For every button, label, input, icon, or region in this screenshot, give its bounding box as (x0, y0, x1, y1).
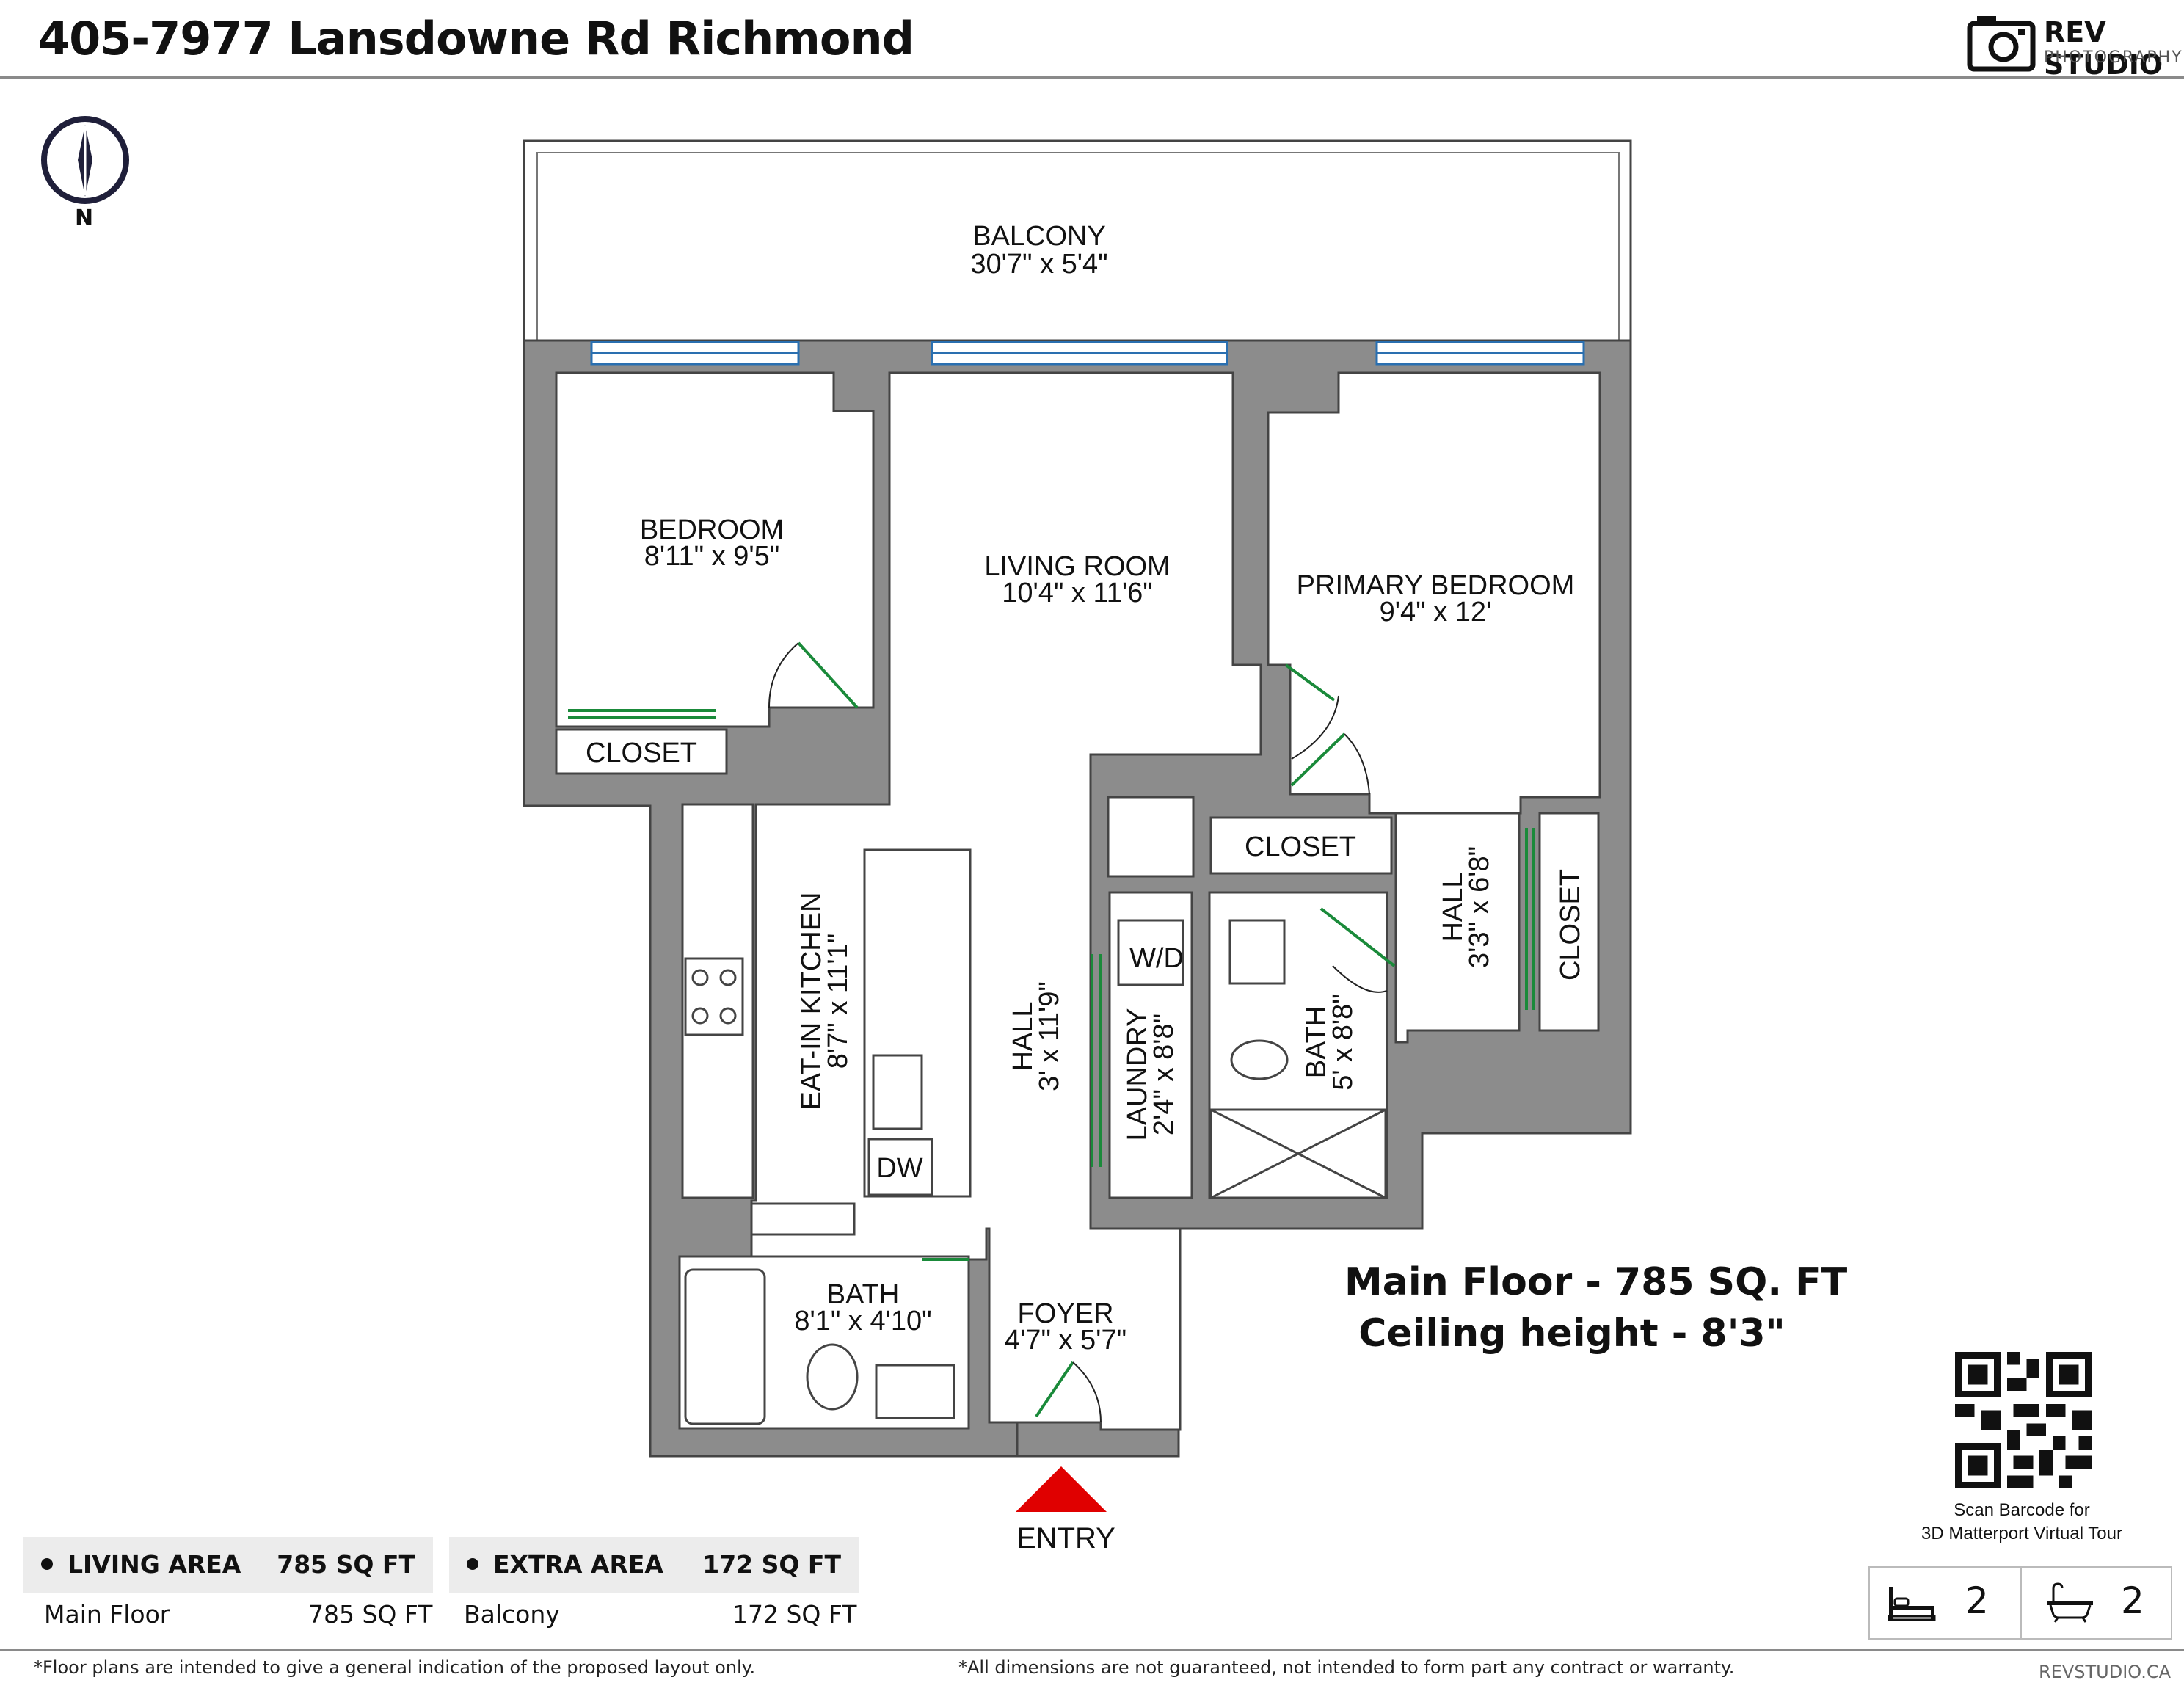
counts-divider (2020, 1568, 2022, 1638)
qr-caption-line2: 3D Matterport Virtual Tour (1921, 1524, 2122, 1543)
room-counts: 2 2 (1868, 1566, 2172, 1640)
ensuite-toilet (1230, 1039, 1289, 1080)
entry-label: ENTRY (1016, 1522, 1115, 1554)
living-room-name: LIVING ROOM (984, 551, 1170, 582)
living-room-dims: 10'4" x 11'6" (1002, 578, 1153, 608)
logo-subtitle: PHOTOGRAPHY (2044, 48, 2183, 67)
right-closet-label: CLOSET (1555, 869, 1586, 981)
bullet-icon (41, 1558, 53, 1570)
dishwasher (867, 1138, 933, 1196)
wd-label: W/D (1129, 943, 1184, 974)
storage-room (1107, 796, 1195, 878)
bathtub (684, 1268, 766, 1425)
center-closet-room (1209, 816, 1393, 875)
living-area-total: 785 SQ FT (277, 1550, 415, 1579)
extra-area-label: EXTRA AREA (493, 1550, 663, 1579)
bed-icon (1888, 1587, 1936, 1621)
extra-area-total: 172 SQ FT (702, 1550, 841, 1579)
floor-summary-area: Main Floor - 785 SQ. FT (1344, 1260, 1848, 1304)
primary-bedroom-dims: 9'4" x 12' (1380, 597, 1492, 628)
stove (684, 957, 744, 1036)
doors (568, 641, 1535, 1423)
bedroom-name: BEDROOM (640, 514, 784, 545)
qr-caption-line1: Scan Barcode for (1954, 1500, 2090, 1520)
foyer-dims: 4'7" x 5'7" (1005, 1325, 1126, 1356)
main-bath-dims: 8'1" x 4'10" (794, 1306, 931, 1337)
right-hall-dims: 3'3" x 6'8" (1464, 846, 1495, 968)
bullet-icon (467, 1558, 478, 1570)
living-area-row-label: Main Floor (44, 1600, 170, 1629)
bath-sink (875, 1364, 956, 1419)
footer-divider (0, 1649, 2184, 1651)
page-title: 405-7977 Lansdowne Rd Richmond (38, 12, 914, 65)
hall-main-name: HALL (1008, 1001, 1038, 1071)
living-area-label: LIVING AREA (68, 1550, 241, 1579)
bathroom-count: 2 (2121, 1579, 2144, 1622)
living-area-row-value: 785 SQ FT (308, 1600, 433, 1629)
kitchen-lower-counter (750, 1202, 856, 1236)
bedroom-closet-room (555, 728, 728, 775)
hall-main-dims: 3' x 11'9" (1034, 981, 1065, 1091)
fixtures (684, 919, 1387, 1425)
main-bath-name: BATH (827, 1279, 900, 1310)
qr-code-icon[interactable] (1955, 1352, 2092, 1488)
dw-label: DW (876, 1153, 922, 1184)
right-hall-name: HALL (1438, 872, 1468, 942)
compass-icon (41, 116, 129, 204)
entry-marker-icon (1016, 1466, 1107, 1512)
ensuite-bath-name: BATH (1301, 1006, 1332, 1079)
kitchen-sink (872, 1054, 923, 1130)
extra-area-row-label: Balcony (464, 1600, 560, 1629)
layout-disclaimer: *Floor plans are intended to give a gene… (34, 1657, 756, 1678)
bedroom-count: 2 (1965, 1579, 1989, 1622)
laundry-dims: 2'4" x 8'8" (1149, 1014, 1179, 1135)
living-area-header: LIVING AREA 785 SQ FT (23, 1537, 433, 1593)
bathtub-icon (2048, 1582, 2093, 1623)
bath-toilet (806, 1343, 859, 1411)
primary-bedroom-name: PRIMARY BEDROOM (1297, 570, 1575, 601)
floor-summary: Main Floor - 785 SQ. FT Ceiling height -… (1344, 1257, 1848, 1359)
balcony-name: BALCONY (972, 221, 1106, 252)
center-closet-label: CLOSET (1245, 832, 1356, 862)
ensuite-sink (1228, 919, 1286, 985)
qr-caption: Scan Barcode for 3D Matterport Virtual T… (1901, 1499, 2143, 1546)
bedroom-room (555, 371, 875, 728)
kitchen-name: EAT-IN KITCHEN (796, 892, 827, 1110)
compass-label: N (75, 206, 94, 231)
laundry-name: LAUNDRY (1122, 1008, 1153, 1141)
bedroom-dims: 8'11" x 9'5" (644, 541, 779, 572)
kitchen-dims: 8'7" x 11'1" (823, 934, 853, 1069)
right-hall-room (1394, 812, 1521, 1044)
right-closet-room (1538, 812, 1600, 1032)
footer-url[interactable]: REVSTUDIO.CA (2039, 1662, 2171, 1682)
extra-area-row-value: 172 SQ FT (732, 1600, 857, 1629)
foyer-name: FOYER (1018, 1298, 1114, 1329)
dimensions-disclaimer: *All dimensions are not guaranteed, not … (958, 1657, 1735, 1678)
logo-title: REV STUDIO (2044, 16, 2163, 81)
bedroom-closet-label: CLOSET (586, 738, 697, 768)
washer-dryer (1117, 919, 1184, 986)
windows (590, 341, 1585, 366)
ensuite-bath-dims: 5' x 8'8" (1328, 994, 1358, 1091)
header-divider (0, 76, 2184, 79)
balcony-dims: 30'7" x 5'4" (970, 249, 1107, 280)
camera-logo-icon (1967, 16, 2036, 72)
floor-summary-ceiling: Ceiling height - 8'3" (1358, 1312, 1786, 1356)
extra-area-header: EXTRA AREA 172 SQ FT (449, 1537, 859, 1593)
